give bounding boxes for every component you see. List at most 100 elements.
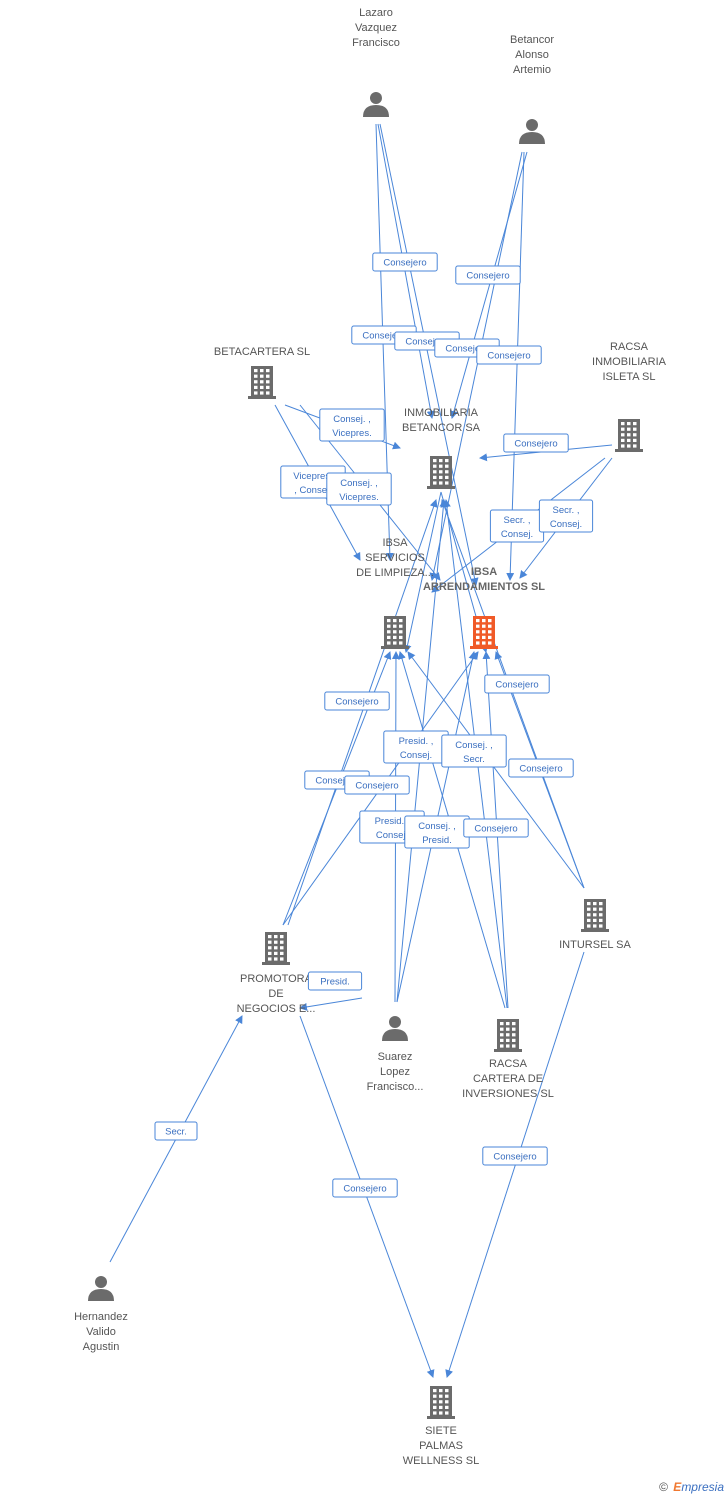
node-label-line: Alonso [515, 49, 549, 61]
relation-label[interactable]: Presid. , Consej. [383, 730, 449, 764]
relation-label[interactable]: Consej. , Secr. [441, 734, 507, 768]
relation-label[interactable]: Consejero [503, 433, 569, 453]
relation-label-box [441, 734, 507, 768]
relation-label-box [482, 1146, 548, 1166]
building-icon [470, 616, 498, 649]
relation-label-text: Vicepres. [332, 428, 371, 439]
relation-label-text: Consej. [400, 750, 432, 761]
brand-logo-letter: E [673, 1480, 682, 1494]
relation-label[interactable]: Consejero [344, 775, 410, 795]
relation-label[interactable]: Secr. ,Consej. [489, 509, 545, 543]
relation-label-box [332, 1178, 398, 1198]
relation-label-text: Consejero [405, 337, 448, 348]
relation-label-text: Secr. , [553, 505, 580, 516]
relation-label-box [307, 971, 363, 991]
relation-label-box [324, 691, 390, 711]
node-label-line: IBSA [382, 537, 408, 549]
node-inmo-betancor[interactable]: INMOBILIARIA BETANCOR SA [402, 407, 481, 489]
node-label-line: RACSA [489, 1058, 528, 1070]
relation-label[interactable]: Consejero [455, 265, 521, 285]
node-label-line: NEGOCIOS E... [237, 1003, 316, 1015]
node-label-line: ARRENDAMIENTOS SL [423, 581, 545, 593]
node-label-line: SIETE [425, 1425, 457, 1437]
relation-label-box [484, 674, 550, 694]
node-label-line: Francisco [352, 37, 400, 49]
relations-layer: ConsejeroConsejeroConsejeroConsejeroCons… [154, 252, 594, 1198]
building-icon [427, 1386, 455, 1419]
node-label-line: INMOBILIARIA [404, 407, 479, 419]
relation-label[interactable]: Consejero [482, 1146, 548, 1166]
relation-label-text: Secr. [463, 754, 485, 765]
node-label-line: ISLETA SL [603, 371, 656, 383]
relation-label-box [326, 472, 392, 506]
relation-label-text: Secr. [165, 1127, 187, 1138]
relation-label-box [476, 345, 542, 365]
node-label-line: SERVICIOS [365, 552, 425, 564]
relation-label[interactable]: Secr. ,Consej. [538, 499, 594, 533]
relation-label-text: Consejero [362, 331, 405, 342]
relation-label[interactable]: Consejero [372, 252, 438, 272]
relation-label-text: Consejero [335, 697, 378, 708]
relation-label[interactable]: Presid. [307, 971, 363, 991]
edge-line-12 [403, 491, 442, 653]
person-icon [88, 1276, 114, 1301]
edge-line-23 [299, 997, 363, 1011]
node-intursel[interactable]: INTURSEL SA [559, 899, 632, 951]
relation-label-text: Vicepres. [339, 492, 378, 503]
building-icon [248, 366, 276, 399]
relation-label[interactable]: Consejero [463, 818, 529, 838]
relation-label[interactable]: Consejero [476, 345, 542, 365]
relation-label-text: Consejero [493, 1152, 536, 1163]
node-label-line: RACSA [610, 341, 649, 353]
relation-label-text: Consejero [519, 764, 562, 775]
relation-label-text: Consej. , [455, 740, 493, 751]
edge-line-14 [407, 651, 585, 889]
person-icon [519, 119, 545, 144]
relation-label-text: Presid. , [399, 736, 434, 747]
relation-label-text: Consejero [343, 1184, 386, 1195]
node-label-line: IBSA [471, 566, 497, 578]
node-label-line: Lazaro [359, 7, 393, 19]
node-label-line: Agustin [83, 1341, 120, 1353]
relation-label[interactable]: Consej. ,Presid. [404, 815, 470, 849]
node-label-line: CARTERA DE [473, 1073, 543, 1085]
person-icon [382, 1016, 408, 1041]
node-label-line: INVERSIONES SL [462, 1088, 554, 1100]
node-betacartera[interactable]: BETACARTERA SL [214, 346, 310, 399]
relation-label-text: Consejero [445, 344, 488, 355]
relation-label-text: Consejero [495, 680, 538, 691]
relation-label-text: Consejero [315, 776, 358, 787]
relation-label[interactable]: Consejero [484, 674, 550, 694]
relation-label-box [319, 408, 385, 442]
node-label-line: Artemio [513, 64, 551, 76]
relation-label-box [463, 818, 529, 838]
node-label-line: Vazquez [355, 22, 397, 34]
relation-label-text: Consej. [501, 529, 533, 540]
building-icon [262, 932, 290, 965]
relation-label-box [344, 775, 410, 795]
relation-label[interactable]: Consejero [324, 691, 390, 711]
relation-label-text: Consejero [514, 439, 557, 450]
relation-label[interactable]: Consej. ,Vicepres. [326, 472, 392, 506]
relation-label[interactable]: Secr. [154, 1121, 198, 1141]
relation-label[interactable]: Consejero [332, 1178, 398, 1198]
node-label-line: BETANCOR SA [402, 422, 481, 434]
footer-credit: © Empresia [659, 1480, 724, 1494]
relation-label[interactable]: Consej. ,Vicepres. [319, 408, 385, 442]
node-label-line: WELLNESS SL [403, 1455, 479, 1467]
relation-label[interactable]: Consejero [508, 758, 574, 778]
node-label-line: BETACARTERA SL [214, 346, 310, 358]
node-suarez[interactable]: SuarezLopezFrancisco... [367, 1016, 424, 1093]
node-ibsa-arr[interactable]: IBSA ARRENDAMIENTOS SL [423, 566, 545, 649]
relation-label-text: Vicepres. [293, 471, 332, 482]
node-racsa-cartera[interactable]: RACSA CARTERA DE INVERSIONES SL [462, 1019, 554, 1100]
relation-label-text: , Consej. [294, 485, 332, 496]
